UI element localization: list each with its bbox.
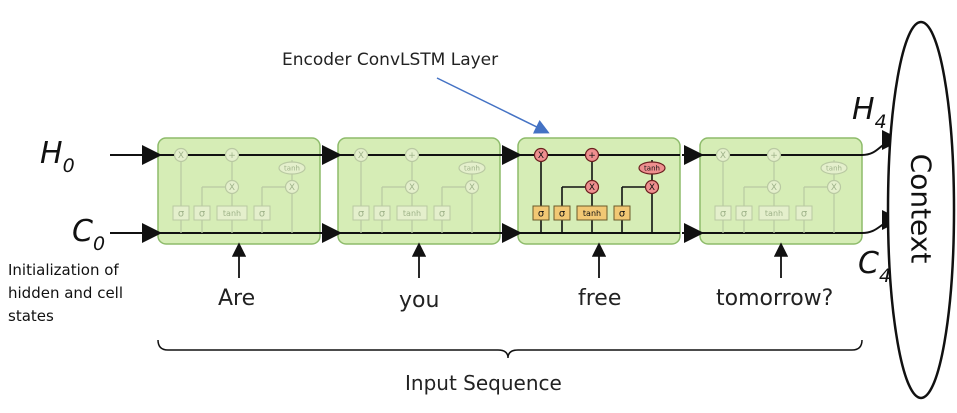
op-label: + bbox=[770, 151, 778, 161]
gate-box bbox=[532, 205, 550, 221]
op-label: + bbox=[588, 151, 596, 161]
op-label: + bbox=[408, 151, 416, 161]
pointwise-op bbox=[826, 179, 842, 195]
tanh-op-label: tanh bbox=[644, 165, 660, 173]
gate-label: σ bbox=[259, 209, 266, 220]
pointwise-op bbox=[353, 147, 369, 163]
pointwise-op bbox=[766, 147, 782, 163]
gate-label: σ bbox=[801, 209, 808, 220]
init-note: Initialization of hidden and cell states bbox=[8, 261, 124, 325]
gate-box bbox=[352, 205, 370, 221]
gate-label: tanh bbox=[403, 209, 421, 218]
pointwise-op bbox=[533, 147, 549, 163]
pointwise-op bbox=[644, 179, 660, 195]
input-sequence-brace bbox=[157, 339, 863, 359]
op-label: X bbox=[358, 151, 364, 161]
pointwise-op bbox=[404, 179, 420, 195]
op-label: X bbox=[289, 183, 295, 193]
pointwise-op bbox=[766, 179, 782, 195]
gate-box bbox=[172, 205, 190, 221]
gate-label: σ bbox=[619, 209, 626, 220]
encoder-title: Encoder ConvLSTM Layer bbox=[282, 50, 499, 70]
c4-label: C4 bbox=[858, 246, 892, 287]
c0-label: C0 bbox=[72, 214, 106, 255]
pointwise-op bbox=[715, 147, 731, 163]
op-label: X bbox=[771, 183, 777, 193]
pointwise-op bbox=[173, 147, 189, 163]
pointwise-op bbox=[584, 147, 600, 163]
op-label: X bbox=[469, 183, 475, 193]
tanh-op bbox=[638, 161, 666, 175]
gate-box bbox=[373, 205, 391, 221]
gate-box bbox=[553, 205, 571, 221]
pointwise-op bbox=[224, 179, 240, 195]
gate-label: σ bbox=[439, 209, 446, 220]
gate-label: tanh bbox=[765, 209, 783, 218]
h0-label: H0 bbox=[40, 136, 75, 177]
gate-box bbox=[193, 205, 211, 221]
gate-label: σ bbox=[199, 209, 206, 220]
op-label: X bbox=[649, 183, 655, 193]
gate-box bbox=[714, 205, 732, 221]
gate-box bbox=[576, 205, 608, 221]
tanh-op-label: tanh bbox=[826, 165, 842, 173]
word-you: you bbox=[399, 288, 440, 313]
pointwise-op bbox=[584, 179, 600, 195]
gate-label: σ bbox=[178, 209, 185, 220]
op-label: X bbox=[589, 183, 595, 193]
op-label: + bbox=[228, 151, 236, 161]
gate-box bbox=[396, 205, 428, 221]
tanh-op-label: tanh bbox=[284, 165, 300, 173]
op-label: X bbox=[229, 183, 235, 193]
word-free: free bbox=[578, 286, 622, 311]
gate-label: tanh bbox=[583, 209, 601, 218]
word-are: Are bbox=[218, 286, 256, 311]
pointwise-op bbox=[284, 179, 300, 195]
tanh-op bbox=[278, 161, 306, 175]
word-tomorrow: tomorrow? bbox=[716, 286, 834, 311]
gate-box bbox=[735, 205, 753, 221]
gate-box bbox=[433, 205, 451, 221]
pointwise-op bbox=[464, 179, 480, 195]
input-sequence-label: Input Sequence bbox=[405, 371, 562, 395]
op-label: X bbox=[831, 183, 837, 193]
op-label: X bbox=[178, 151, 184, 161]
tanh-op bbox=[820, 161, 848, 175]
context-ellipse bbox=[886, 20, 956, 400]
gate-box bbox=[613, 205, 631, 221]
gate-label: σ bbox=[379, 209, 386, 220]
context-label: Context bbox=[904, 153, 938, 264]
gate-label: σ bbox=[538, 209, 545, 220]
h4-label: H4 bbox=[852, 92, 887, 133]
pointwise-op bbox=[224, 147, 240, 163]
gate-box bbox=[758, 205, 790, 221]
title-pointer-arrow bbox=[436, 77, 550, 134]
op-label: X bbox=[720, 151, 726, 161]
gate-label: tanh bbox=[223, 209, 241, 218]
op-label: X bbox=[538, 151, 544, 161]
op-label: X bbox=[409, 183, 415, 193]
tanh-op-label: tanh bbox=[464, 165, 480, 173]
gate-label: σ bbox=[720, 209, 727, 220]
gate-label: σ bbox=[358, 209, 365, 220]
gate-label: σ bbox=[741, 209, 748, 220]
gate-box bbox=[253, 205, 271, 221]
pointwise-op bbox=[404, 147, 420, 163]
gate-box bbox=[795, 205, 813, 221]
tanh-op bbox=[458, 161, 486, 175]
gate-label: σ bbox=[559, 209, 566, 220]
gate-box bbox=[216, 205, 248, 221]
